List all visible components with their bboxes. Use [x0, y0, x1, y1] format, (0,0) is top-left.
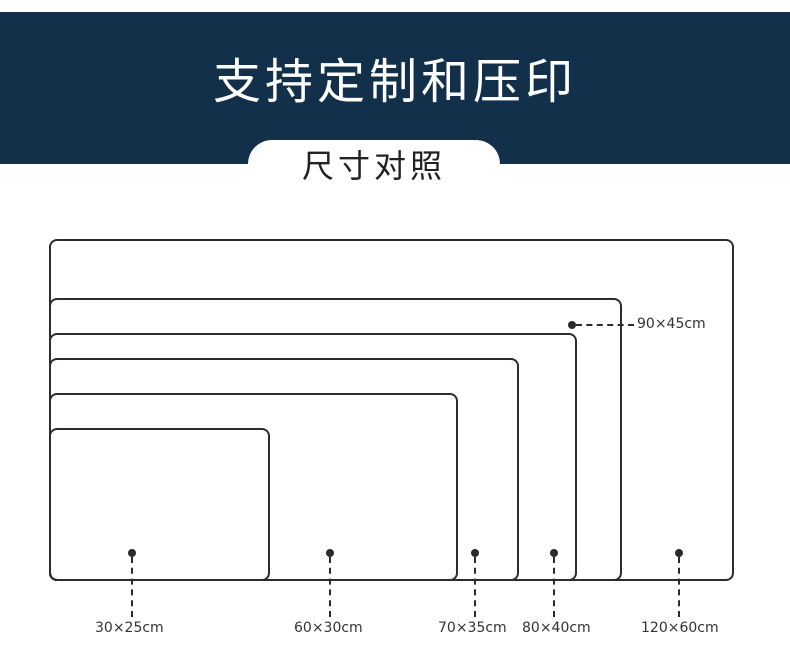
- marker-dot-30x25: [128, 549, 136, 557]
- leader-line-30x25: [131, 557, 133, 617]
- header-banner: [0, 12, 790, 164]
- marker-dot-90x45: [568, 321, 576, 329]
- leader-line-90x45: [576, 324, 634, 326]
- leader-line-120x60: [678, 557, 680, 617]
- subtitle-label: 尺寸对照: [301, 147, 446, 185]
- size-label-120x60: 120×60cm: [641, 620, 719, 636]
- leader-line-80x40: [553, 557, 555, 617]
- marker-dot-120x60: [675, 549, 683, 557]
- size-label-70x35: 70×35cm: [438, 620, 507, 636]
- page-title: 支持定制和压印: [212, 54, 577, 110]
- size-label-60x30: 60×30cm: [294, 620, 363, 636]
- leader-line-60x30: [329, 557, 331, 617]
- marker-dot-80x40: [550, 549, 558, 557]
- size-rect-30x25: [49, 428, 270, 581]
- marker-dot-60x30: [326, 549, 334, 557]
- size-label-80x40: 80×40cm: [522, 620, 591, 636]
- size-label-30x25: 30×25cm: [95, 620, 164, 636]
- size-label-90x45: 90×45cm: [637, 316, 706, 332]
- marker-dot-70x35: [471, 549, 479, 557]
- leader-line-70x35: [474, 557, 476, 617]
- subtitle-tab: [248, 140, 500, 188]
